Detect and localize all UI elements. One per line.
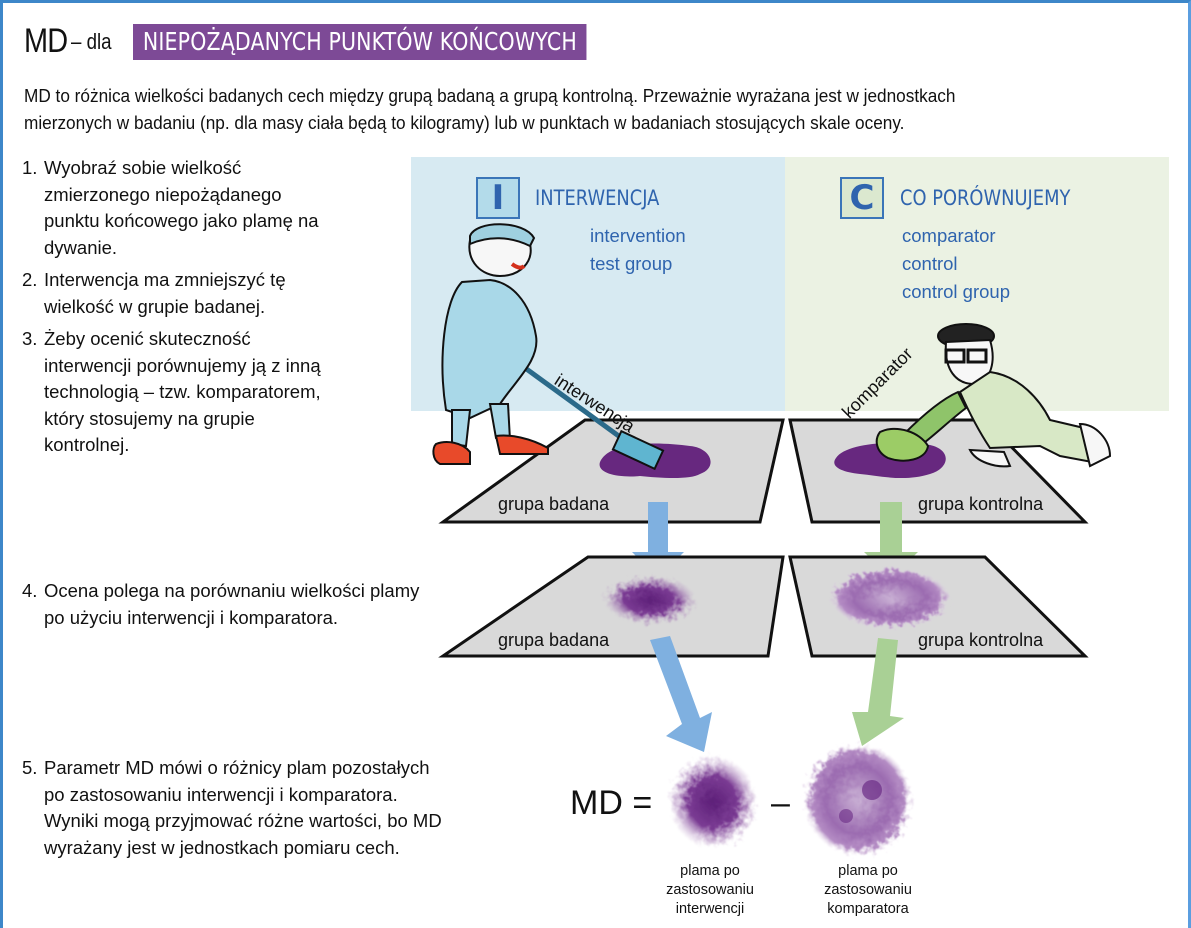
comparator-heading: CO PORÓWNUJEMY — [900, 186, 1071, 210]
comparator-term: comparator — [902, 225, 996, 246]
step-text-line: wyrażany jest w jednostkach pomiaru cech… — [44, 836, 400, 858]
steps-list-4: 4. Ocena polega na porównaniu wielkości … — [22, 578, 419, 637]
arrow-control-diagonal — [852, 638, 904, 746]
comparator-term: control group — [902, 281, 1010, 302]
caption-line: plama po — [680, 863, 740, 879]
stain-control-after-small — [830, 568, 950, 628]
intervention-letter-icon: I — [476, 177, 520, 219]
intervention-person-icon — [432, 223, 549, 465]
step-text-line: interwencji porównujemy ją z inną — [44, 354, 321, 376]
page-title: MD – dla NIEPOŻĄDANYCH PUNKTÓW KOŃCOWYCH — [24, 22, 686, 61]
step-text-line: po użyciu interwencji i komparatora. — [44, 606, 339, 628]
formula-lhs: MD = — [570, 784, 653, 822]
intro-line-1: MD to różnica wielkości badanych cech mi… — [24, 85, 956, 106]
step-number: 2. — [22, 269, 38, 290]
caption-line: zastosowaniu — [666, 882, 754, 898]
caption-line: zastosowaniu — [824, 882, 912, 898]
step-1: 1. Wyobraź sobie wielkość zmierzonego ni… — [22, 155, 321, 261]
step-3: 3. Żeby ocenić skuteczność interwencji p… — [22, 326, 321, 459]
step-text-line: Interwencja ma zmniejszyć tę — [44, 269, 286, 290]
step-text-line: wielkość w grupie badanej. — [44, 295, 266, 317]
caption-comparator: plama po zastosowaniu komparatora — [798, 862, 938, 919]
intervention-heading: INTERWENCJA — [535, 186, 660, 210]
broom-head-icon — [611, 429, 665, 471]
stain-result-comparator — [804, 744, 912, 856]
step-4: 4. Ocena polega na porównaniu wielkości … — [22, 578, 419, 631]
rug-label-test-middle: grupa badana — [498, 630, 610, 650]
step-number: 1. — [22, 157, 38, 178]
title-abbr: MD — [24, 22, 68, 60]
intro-line-2: mierzonych w badaniu (np. dla masy ciała… — [24, 112, 905, 133]
stain-test-after-small — [604, 576, 696, 624]
rug-label-test-top: grupa badana — [498, 494, 610, 514]
arrow-test-diagonal — [650, 636, 712, 752]
title-badge: NIEPOŻĄDANYCH PUNKTÓW KOŃCOWYCH — [132, 23, 587, 60]
steps-list-top: 1. Wyobraź sobie wielkość zmierzonego ni… — [22, 155, 321, 465]
step-text-line: Wyobraź sobie wielkość — [44, 157, 242, 178]
caption-line: plama po — [838, 863, 898, 879]
step-text-line: Ocena polega na porównaniu wielkości pla… — [44, 580, 420, 601]
title-connector: – dla — [70, 28, 112, 54]
steps-list-5: 5. Parametr MD mówi o różnicy plam pozos… — [22, 755, 442, 867]
intervention-term: intervention — [590, 225, 686, 246]
comparator-person-icon — [875, 323, 1112, 468]
step-text-line: kontrolnej. — [44, 434, 130, 455]
step-text-line: po zastosowaniu interwencji i komparator… — [44, 783, 398, 805]
step-number: 3. — [22, 328, 38, 349]
step-text-line: dywanie. — [44, 236, 118, 258]
step-text-line: który stosujemy na grupie — [44, 407, 255, 429]
step-number: 5. — [22, 757, 38, 778]
rug-label-control-middle: grupa kontrolna — [918, 630, 1044, 650]
step-5: 5. Parametr MD mówi o różnicy plam pozos… — [22, 755, 442, 861]
rug-label-control-top: grupa kontrolna — [918, 494, 1044, 514]
intervention-terms: intervention test group — [590, 222, 686, 278]
caption-line: interwencji — [675, 901, 745, 917]
comparator-letter-icon: C — [840, 177, 884, 219]
step-text-line: technologią – tzw. komparatorem, — [44, 381, 321, 402]
caption-line: komparatora — [827, 901, 909, 917]
intervention-term: test group — [590, 253, 673, 274]
step-text-line: Wyniki mogą przyjmować różne wartości, b… — [44, 810, 442, 831]
intro-paragraph: MD to różnica wielkości badanych cech mi… — [24, 82, 1159, 136]
step-text-line: Żeby ocenić skuteczność — [44, 328, 251, 349]
caption-intervention: plama po zastosowaniu interwencji — [640, 862, 780, 919]
step-text-line: Parametr MD mówi o różnicy plam pozostał… — [44, 757, 430, 778]
step-text-line: zmierzonego niepożądanego — [44, 183, 282, 205]
step-text-line: punktu końcowego jako plamę na — [44, 210, 319, 231]
step-2: 2. Interwencja ma zmniejszyć tę wielkość… — [22, 267, 321, 320]
comparator-terms: comparator control control group — [902, 222, 1010, 306]
stain-result-intervention — [669, 756, 757, 848]
comparator-term: control — [902, 253, 958, 274]
formula-minus: – — [771, 784, 790, 822]
step-number: 4. — [22, 580, 38, 601]
